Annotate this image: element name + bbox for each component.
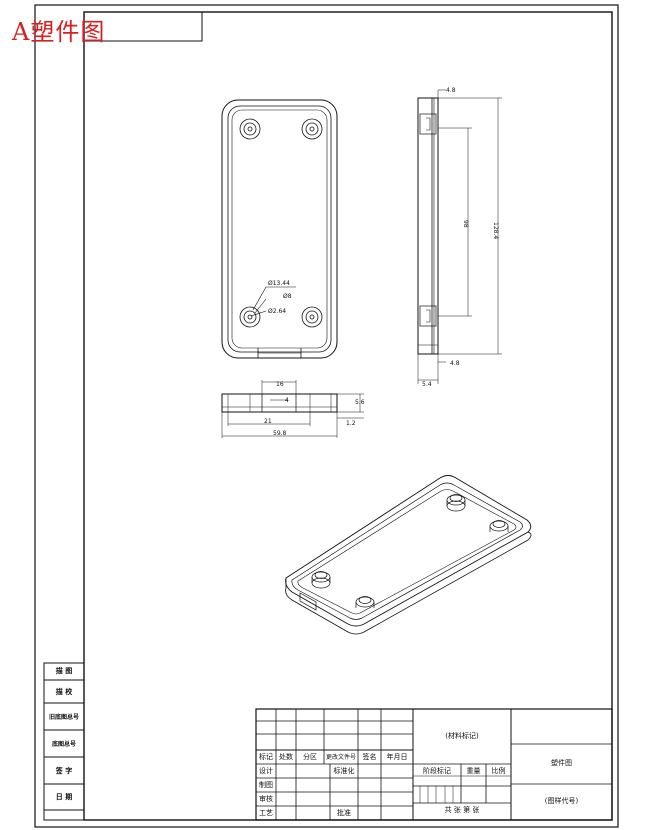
side-label-sign: 签 字 xyxy=(55,767,73,775)
dim-top-thk: 4.8 xyxy=(446,87,456,94)
boss-tr xyxy=(301,118,323,140)
boss-tl xyxy=(239,118,261,140)
side-label-old-no: 旧底图总号 xyxy=(48,714,79,721)
inner-frame xyxy=(83,11,613,821)
dim-h5: 5.6 xyxy=(355,399,365,406)
tb-code: (图样代号) xyxy=(544,797,579,805)
tb-date: 年月日 xyxy=(386,753,408,761)
top-view xyxy=(221,99,338,359)
end-view xyxy=(221,380,364,438)
tb-design: 设计 xyxy=(259,767,273,775)
title-block xyxy=(255,708,613,821)
boss-br xyxy=(301,306,323,328)
tb-review: 审核 xyxy=(259,795,273,803)
side-label-date: 日 期 xyxy=(55,793,73,801)
tb-stage: 阶段标记 xyxy=(423,767,451,775)
tb-scale: 比例 xyxy=(491,767,506,775)
dim-d1: Ø13.44 xyxy=(268,280,290,287)
tb-count: 处数 xyxy=(279,753,293,761)
dim-bot-thk: 4.8 xyxy=(450,360,460,367)
tb-zone: 分区 xyxy=(303,753,317,761)
sheet-title: A塑件图 xyxy=(12,18,106,46)
dim-w59: 59.8 xyxy=(273,430,287,437)
dim-height: 98 xyxy=(462,220,469,228)
tb-draw: 制图 xyxy=(259,781,273,789)
tb-sheets: 共 张 第 张 xyxy=(444,806,480,814)
dim-d3: Ø2.64 xyxy=(268,308,286,315)
dim-d2: Ø8 xyxy=(283,293,292,300)
tb-name: 塑件图 xyxy=(551,759,572,767)
side-label-trace: 描 图 xyxy=(55,667,73,675)
side-label-base-no: 底图总号 xyxy=(51,741,76,748)
dim-base: 5.4 xyxy=(422,381,432,388)
boss-bl xyxy=(239,306,261,328)
dim-h1: 1.2 xyxy=(346,420,356,427)
code-box xyxy=(83,11,203,42)
side-view xyxy=(417,89,502,384)
tb-approve: 批准 xyxy=(337,809,351,817)
outer-border xyxy=(34,4,619,828)
side-label-check: 描 校 xyxy=(55,688,73,696)
dim-overall: 128.4 xyxy=(492,222,499,239)
iso-view xyxy=(285,475,532,635)
dim-w16: 16 xyxy=(276,381,284,388)
side-column xyxy=(43,662,85,821)
tb-material: (材料标记) xyxy=(445,732,479,740)
tb-mark: 标记 xyxy=(259,753,273,761)
tb-weight: 重量 xyxy=(466,767,481,775)
tb-change-doc: 更改文件号 xyxy=(325,754,356,761)
tb-sign: 签名 xyxy=(362,753,377,761)
dim-w4: 4 xyxy=(285,397,289,404)
tb-process: 工艺 xyxy=(259,809,273,817)
dim-w21: 21 xyxy=(264,418,272,425)
tb-std: 标准化 xyxy=(333,767,355,775)
